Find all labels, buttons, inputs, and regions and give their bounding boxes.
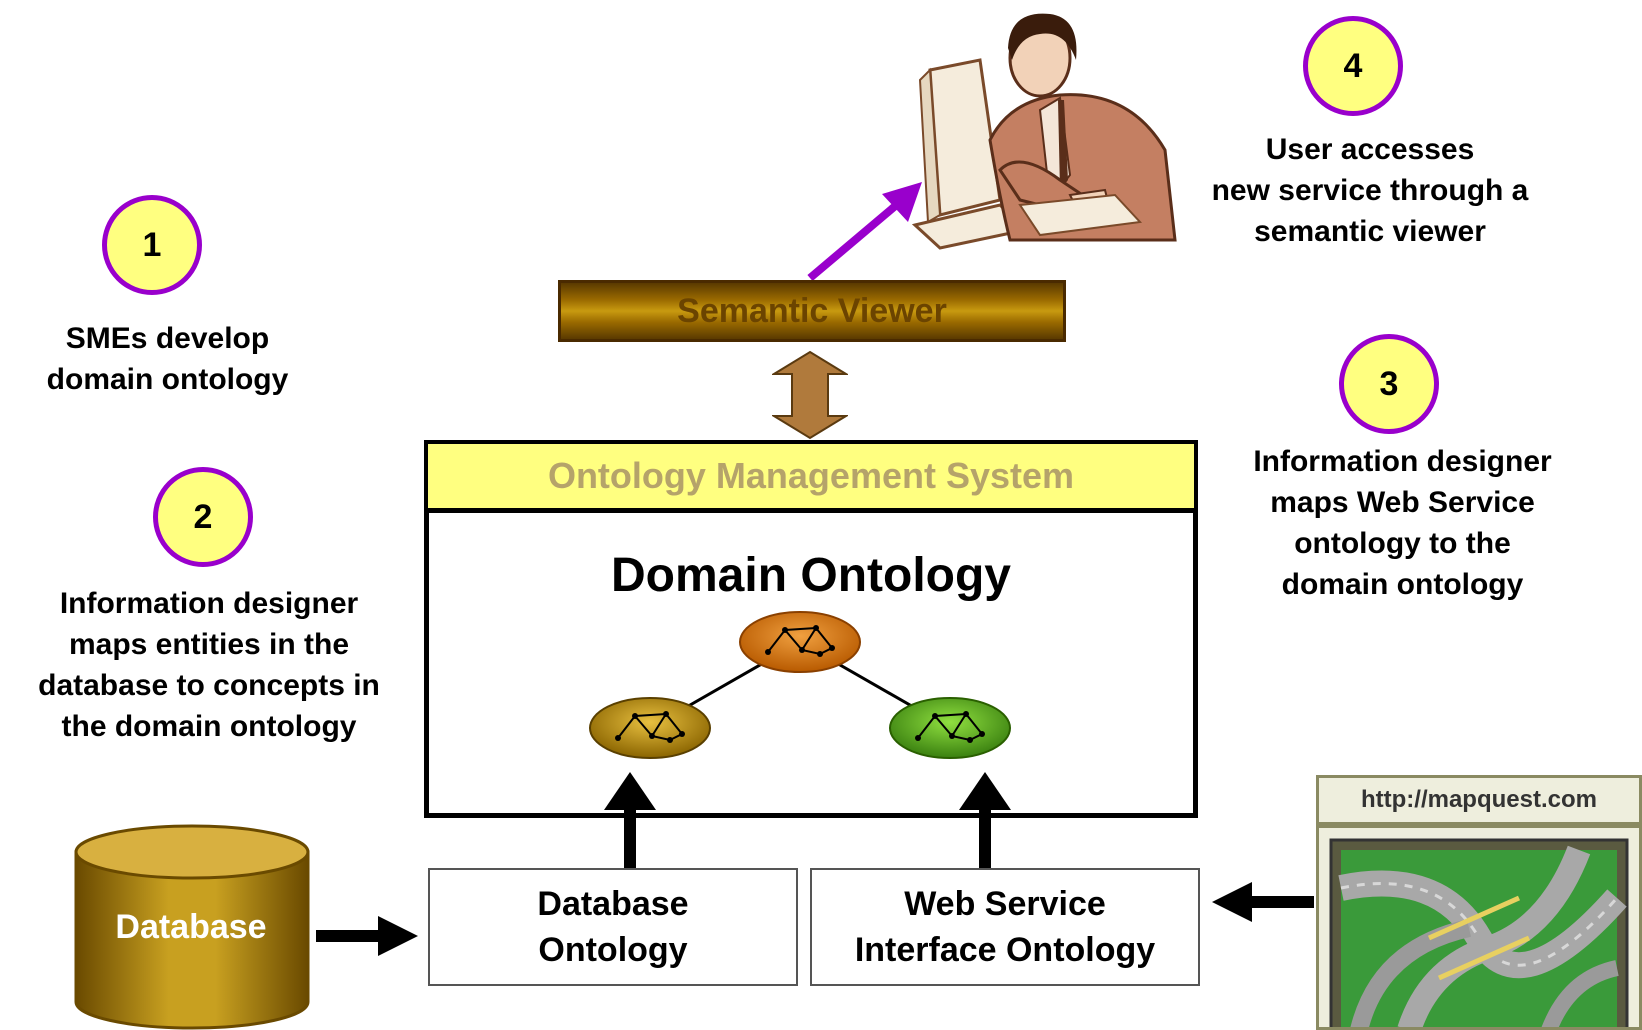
database-concept-cluster <box>589 697 711 759</box>
step-2-number: 2 <box>193 497 213 536</box>
mapquest-url-text: http://mapquest.com <box>1360 786 1597 813</box>
double-arrow-icon <box>772 350 848 440</box>
mapquest-url-label: http://mapquest.com <box>1316 775 1642 825</box>
step-4-description: User accesses new service through a sema… <box>1170 129 1570 252</box>
ontology-management-system-bar: Ontology Management System <box>424 440 1198 512</box>
web-service-ontology-line: Web Service <box>904 885 1106 923</box>
web-service-concept-cluster <box>889 697 1011 759</box>
top-concept-cluster <box>739 611 861 673</box>
database-ontology-line: Ontology <box>538 931 688 969</box>
mapquest-to-ontology-arrow <box>1212 882 1314 922</box>
database-ontology-box: Database Ontology <box>428 868 798 986</box>
step-3-line: maps Web Service <box>1270 486 1535 519</box>
step-3-number: 3 <box>1379 364 1399 403</box>
ontology-cluster-graph <box>589 611 1011 759</box>
database-to-ontology-arrow <box>316 916 418 956</box>
step-4-line: User accesses <box>1265 133 1475 166</box>
person-at-computer-illustration <box>911 13 1177 250</box>
step-3-circle: 3 <box>1339 334 1439 434</box>
step-2-circle: 2 <box>153 467 253 567</box>
step-1-line: domain ontology <box>46 363 289 396</box>
semantic-viewer-bar: Semantic Viewer <box>558 280 1066 342</box>
step-4-line: new service through a <box>1211 174 1529 207</box>
step-1-number: 1 <box>142 225 162 264</box>
web-service-ontology-up-arrow <box>959 772 1011 868</box>
highway-map-illustration <box>1329 838 1629 1027</box>
domain-ontology-title: Domain Ontology <box>611 549 1011 602</box>
step-4-line: semantic viewer <box>1254 215 1486 248</box>
step-2-line: Information designer <box>59 587 359 620</box>
step-3-description: Information designer maps Web Service on… <box>1210 441 1595 605</box>
semantic-viewer-label: Semantic Viewer <box>677 291 947 330</box>
step-1-circle: 1 <box>102 195 202 295</box>
step-3-line: Information designer <box>1253 445 1552 478</box>
step-1-description: SMEs develop domain ontology <box>0 318 335 400</box>
step-4-circle: 4 <box>1303 16 1403 116</box>
viewer-to-user-arrow <box>807 182 922 282</box>
web-service-ontology-line: Interface Ontology <box>854 931 1156 969</box>
database-cylinder-icon <box>74 824 310 1030</box>
step-2-line: maps entities in the <box>68 628 350 661</box>
database-ontology-up-arrow <box>604 772 656 868</box>
step-2-description: Information designer maps entities in th… <box>0 583 418 747</box>
step-2-line: database to concepts in <box>38 669 380 702</box>
step-4-number: 4 <box>1343 46 1363 85</box>
step-3-line: domain ontology <box>1281 568 1524 601</box>
step-2-line: the domain ontology <box>61 710 357 743</box>
step-3-line: ontology to the <box>1294 527 1511 560</box>
ontology-management-system-label: Ontology Management System <box>547 455 1075 496</box>
mapquest-map-frame <box>1316 825 1642 1030</box>
step-1-line: SMEs develop <box>65 322 270 355</box>
database-label: Database <box>115 908 267 946</box>
database-ontology-line: Database <box>537 885 689 923</box>
web-service-ontology-box: Web Service Interface Ontology <box>810 868 1200 986</box>
